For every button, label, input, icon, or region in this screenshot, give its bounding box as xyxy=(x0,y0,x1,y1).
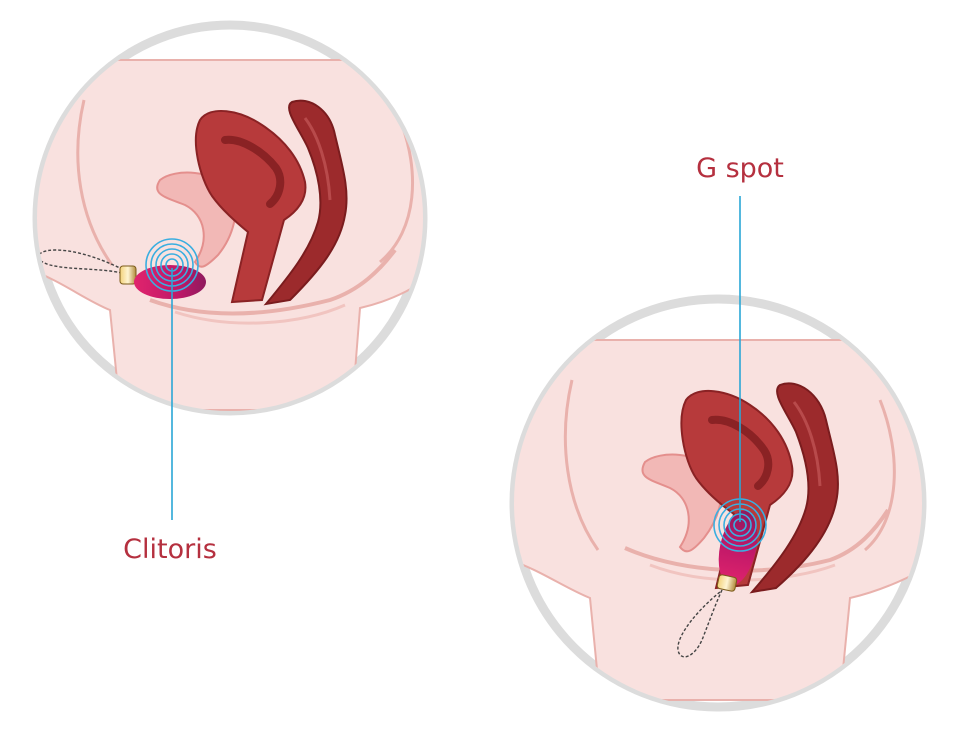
perineum-line xyxy=(174,303,346,325)
rectum xyxy=(749,382,839,594)
rectum-highlight xyxy=(792,401,822,487)
back-contour xyxy=(864,399,896,552)
anatomy-right xyxy=(514,339,922,701)
pelvic-floor xyxy=(624,508,890,573)
uterus-inner xyxy=(708,415,773,490)
uterus xyxy=(680,389,794,590)
g-spot-panel: G spot xyxy=(509,153,927,712)
g-spot-label: G spot xyxy=(696,153,784,184)
clitoris-panel: Clitoris xyxy=(32,20,428,565)
pelvic-floor xyxy=(149,248,397,316)
uterus-inner xyxy=(221,135,285,208)
rectum-highlight xyxy=(303,117,332,201)
cord-loop-icon xyxy=(37,249,125,274)
uterus xyxy=(194,109,307,304)
torso-contour xyxy=(563,379,600,551)
bullet-vibrator-icon xyxy=(718,510,758,586)
clitoris-label: Clitoris xyxy=(123,534,217,565)
rectum xyxy=(263,99,348,306)
cord-loop-icon xyxy=(677,589,723,658)
torso-contour xyxy=(76,99,114,266)
vibrator-cap xyxy=(716,574,738,592)
vibrator-cap xyxy=(119,265,137,285)
anatomy-left xyxy=(37,59,423,411)
